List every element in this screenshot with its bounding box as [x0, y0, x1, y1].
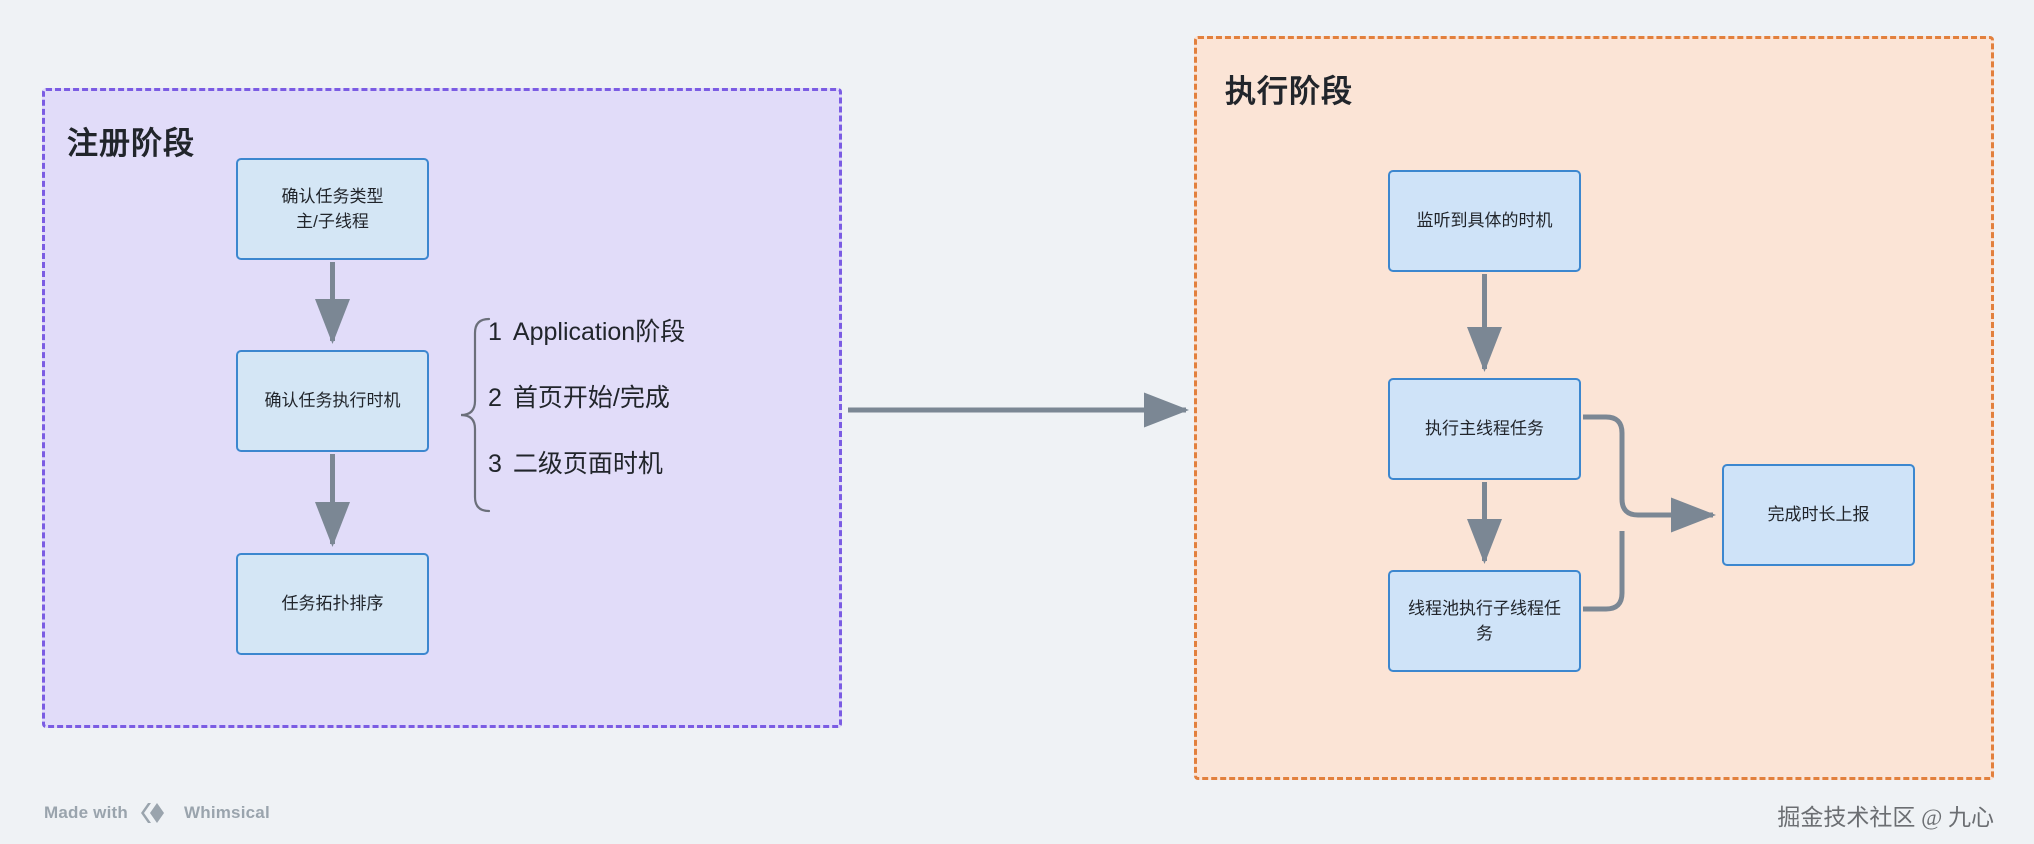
timing-option-list: 1 Application阶段 2 首页开始/完成 3 二级页面时机 [488, 312, 788, 510]
timing-list-item[interactable]: 1 Application阶段 [488, 312, 788, 378]
timing-list-item[interactable]: 2 首页开始/完成 [488, 378, 788, 444]
timing-item-label: 二级页面时机 [512, 450, 663, 478]
timing-item-index: 3 [488, 450, 502, 478]
node-listen-specific-timing[interactable]: 监听到具体的时机 [1388, 170, 1581, 272]
phase-title-register: 注册阶段 [67, 126, 195, 161]
timing-list-item[interactable]: 3 二级页面时机 [488, 444, 788, 510]
phase-container-execute[interactable]: 执行阶段 [1194, 36, 1994, 780]
phase-title-execute: 执行阶段 [1225, 74, 1353, 109]
whimsical-brand-label: Whimsical [183, 803, 270, 822]
watermark-text: 掘金技术社区 @ 九心 [1777, 805, 1994, 830]
timing-item-index: 2 [488, 384, 502, 412]
made-with-label: Made with [44, 803, 128, 822]
curly-brace-icon [460, 317, 491, 513]
node-confirm-task-type[interactable]: 确认任务类型 主/子线程 [236, 158, 429, 260]
phase-container-register[interactable]: 注册阶段 [42, 88, 842, 728]
timing-item-label: Application阶段 [512, 318, 686, 346]
node-execute-main-thread-task[interactable]: 执行主线程任务 [1388, 378, 1581, 480]
timing-item-index: 1 [488, 318, 502, 346]
timing-item-label: 首页开始/完成 [512, 384, 670, 412]
node-confirm-task-timing[interactable]: 确认任务执行时机 [236, 350, 429, 452]
node-report-completion-duration[interactable]: 完成时长上报 [1722, 464, 1915, 566]
node-threadpool-execute-sub-thread-task[interactable]: 线程池执行子线程任务 [1388, 570, 1581, 672]
whimsical-logo-icon [140, 803, 164, 823]
node-task-topological-sort[interactable]: 任务拓扑排序 [236, 553, 429, 655]
made-with-whimsical-badge[interactable]: Made with Whimsical [44, 800, 270, 826]
